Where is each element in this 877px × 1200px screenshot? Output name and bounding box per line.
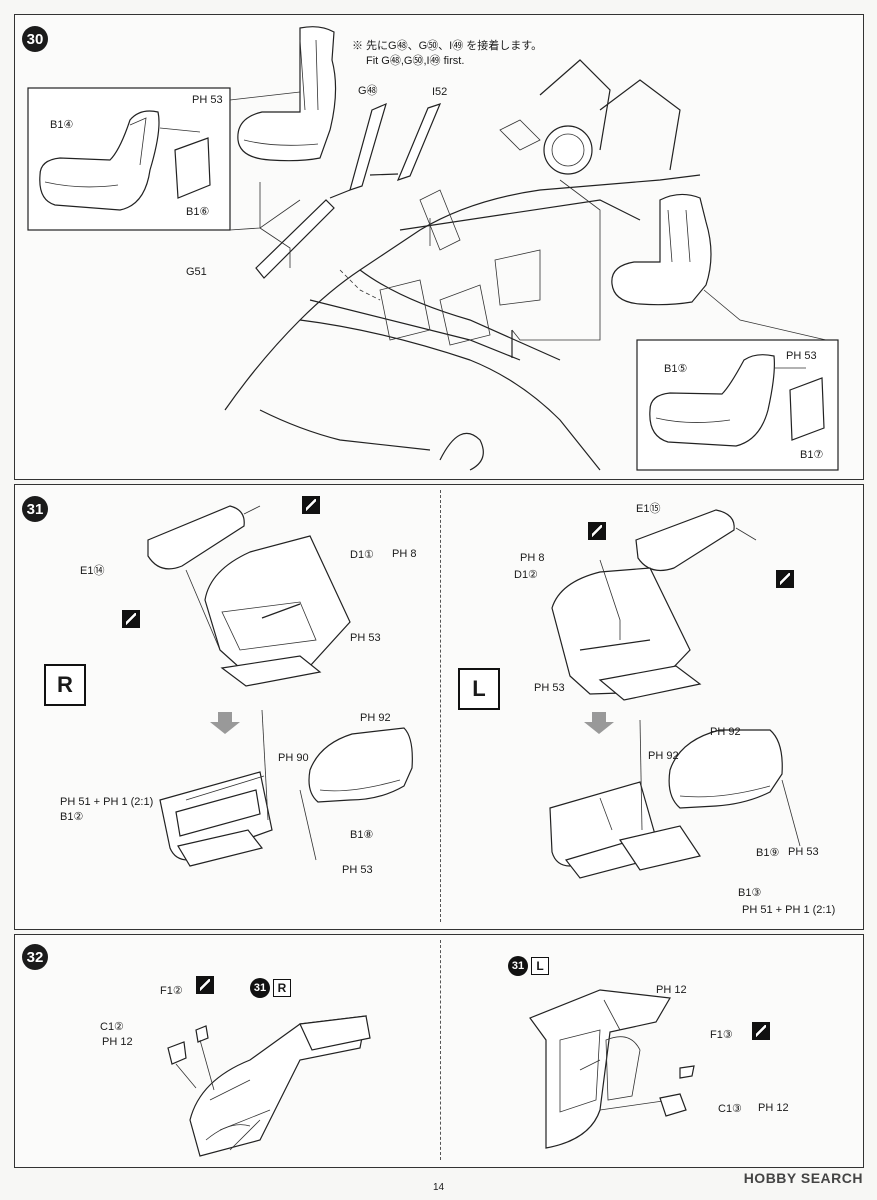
label-b1-4: B1④ [50, 119, 74, 131]
label-d1-1: D1① [350, 549, 374, 561]
label-g51: G51 [186, 266, 207, 278]
label-b1-5: B1⑤ [664, 363, 688, 375]
step-32-divider [440, 940, 441, 1160]
label-e1-14: E1⑭ [80, 565, 105, 577]
label-d1-2: D1② [514, 569, 538, 581]
step-31-badge: 31 [22, 496, 48, 522]
paint-icon-f1-3 [752, 1022, 770, 1040]
label-ph92-r: PH 92 [360, 712, 391, 724]
label-ph12-r: PH 12 [102, 1036, 133, 1048]
label-b1-9: B1⑨ [756, 847, 780, 859]
ref-side-tag: L [531, 957, 549, 975]
label-c1-3: C1③ [718, 1103, 742, 1115]
step-32-panel [14, 934, 864, 1168]
ref-side-tag: R [273, 979, 291, 997]
step-30-inset-left [27, 26, 839, 471]
label-ph92-l1: PH 92 [710, 726, 741, 738]
label-ph92-l2: PH 92 [648, 750, 679, 762]
label-ph53-r1: PH 53 [350, 632, 381, 644]
step-32-ref-right: 31 R [250, 978, 291, 998]
label-ph53-l2: PH 53 [788, 846, 819, 858]
step-31-right-tag: R [44, 664, 86, 706]
step-31-illustration [147, 505, 801, 879]
label-b1-2: B1② [60, 811, 84, 823]
label-b1-8: B1⑧ [350, 829, 374, 841]
label-ph51-mix-r: PH 51 + PH 1 (2:1) [60, 796, 154, 808]
label-g48: G㊽ [358, 85, 378, 97]
watermark-logo: HOBBY SEARCH [743, 1170, 863, 1186]
label-ph90-r: PH 90 [278, 752, 309, 764]
label-ph53-l1: PH 53 [534, 682, 565, 694]
step-30-badge: 30 [22, 26, 48, 52]
paint-icon-f1-2 [196, 976, 214, 994]
label-ph12-l1: PH 12 [656, 984, 687, 996]
step-31-divider [440, 490, 441, 922]
page-number: 14 [432, 1182, 445, 1193]
step-32-badge: 32 [22, 944, 48, 970]
step-30-note-jp: ※ 先にG㊽、G㊿、I㊾ を接着します。 [352, 40, 543, 52]
step-32-ref-left: 31 L [508, 956, 549, 976]
label-e1-15: E1⑮ [636, 503, 661, 515]
paint-icon-r2 [122, 610, 140, 628]
label-ph8-r: PH 8 [392, 548, 417, 560]
paint-icon-l1 [588, 522, 606, 540]
label-i52: I52 [432, 86, 448, 98]
label-ph53-a: PH 53 [192, 94, 223, 106]
label-ph8-l: PH 8 [520, 552, 545, 564]
label-c1-2: C1② [100, 1021, 124, 1033]
paint-icon-l2 [776, 570, 794, 588]
label-ph53-r2: PH 53 [342, 864, 373, 876]
step-30-note-en: Fit G㊽,G㊿,I㊾ first. [366, 55, 465, 67]
label-b1-6: B1⑥ [186, 206, 210, 218]
paint-icon-r1 [302, 496, 320, 514]
label-ph12-l2: PH 12 [758, 1102, 789, 1114]
ref-step-number: 31 [508, 956, 528, 976]
label-ph51-mix-l: PH 51 + PH 1 (2:1) [742, 904, 836, 916]
label-b1-7: B1⑦ [800, 449, 824, 461]
label-b1-3: B1③ [738, 887, 762, 899]
ref-step-number: 31 [250, 978, 270, 998]
label-ph53-b: PH 53 [786, 350, 817, 362]
step-31-left-tag: L [458, 668, 500, 710]
label-f1-3: F1③ [710, 1029, 733, 1041]
label-f1-2: F1② [160, 985, 183, 997]
